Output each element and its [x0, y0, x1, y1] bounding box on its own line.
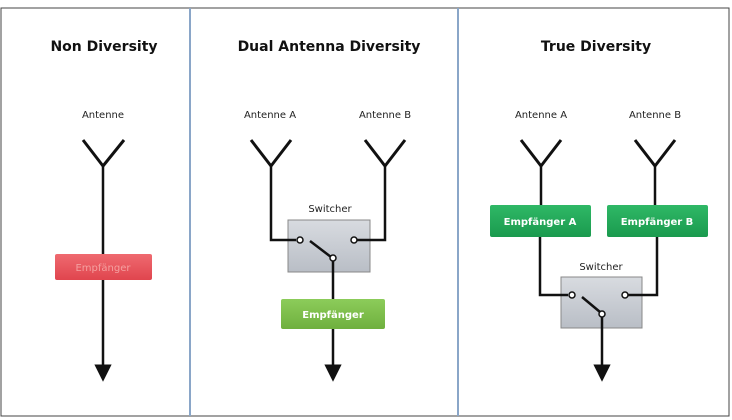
panel-title: Non Diversity	[50, 39, 157, 55]
receiver-box	[55, 254, 152, 280]
antenna-a-label: Antenne A	[515, 110, 567, 121]
wire-antenna-a	[269, 166, 296, 242]
panel-title: Dual Antenna Diversity	[238, 39, 421, 55]
antenna-a-icon	[249, 139, 293, 167]
receiver-a-label: Empfänger A	[504, 217, 577, 228]
receiver-b-box	[607, 205, 708, 237]
panel-title: True Diversity	[541, 39, 651, 55]
antenna-b-label: Antenne B	[629, 110, 681, 121]
receiver-box	[281, 299, 385, 329]
switch-contact-a	[568, 291, 576, 299]
receiver-label: Empfänger	[302, 310, 364, 321]
wire-receiver-a	[538, 237, 568, 297]
switcher-label: Switcher	[308, 204, 352, 215]
switcher-label: Switcher	[579, 262, 623, 273]
switch-contact-b	[621, 291, 629, 299]
switch-pivot	[329, 254, 337, 262]
antenna-b-icon	[363, 139, 407, 167]
switcher-box	[287, 219, 371, 273]
antenna-a-icon	[519, 139, 563, 167]
receiver-label: Empfänger	[75, 263, 131, 274]
wire-receiver-b	[628, 237, 659, 297]
panel-dual-antenna-diversity: Dual Antenna Diversity Antenne A Antenne…	[238, 39, 421, 382]
wire-antenna-b	[357, 166, 387, 242]
switch-lever	[581, 296, 601, 313]
switch-lever	[309, 240, 332, 258]
switch-pivot	[598, 310, 606, 318]
antenna-icon	[81, 139, 126, 167]
antenna-a-label: Antenne A	[244, 110, 296, 121]
antenna-label: Antenne	[82, 110, 124, 121]
switch-contact-a	[296, 236, 304, 244]
antenna-b-label: Antenne B	[359, 110, 411, 121]
receiver-a-box	[490, 205, 591, 237]
switch-contact-b	[350, 236, 358, 244]
panel-non-diversity: Non Diversity Antenne Empfänger	[50, 39, 158, 382]
panel-true-diversity: True Diversity Antenne A Antenne B Empfä…	[490, 39, 708, 382]
receiver-b-label: Empfänger B	[621, 217, 694, 228]
antenna-b-icon	[633, 139, 677, 167]
